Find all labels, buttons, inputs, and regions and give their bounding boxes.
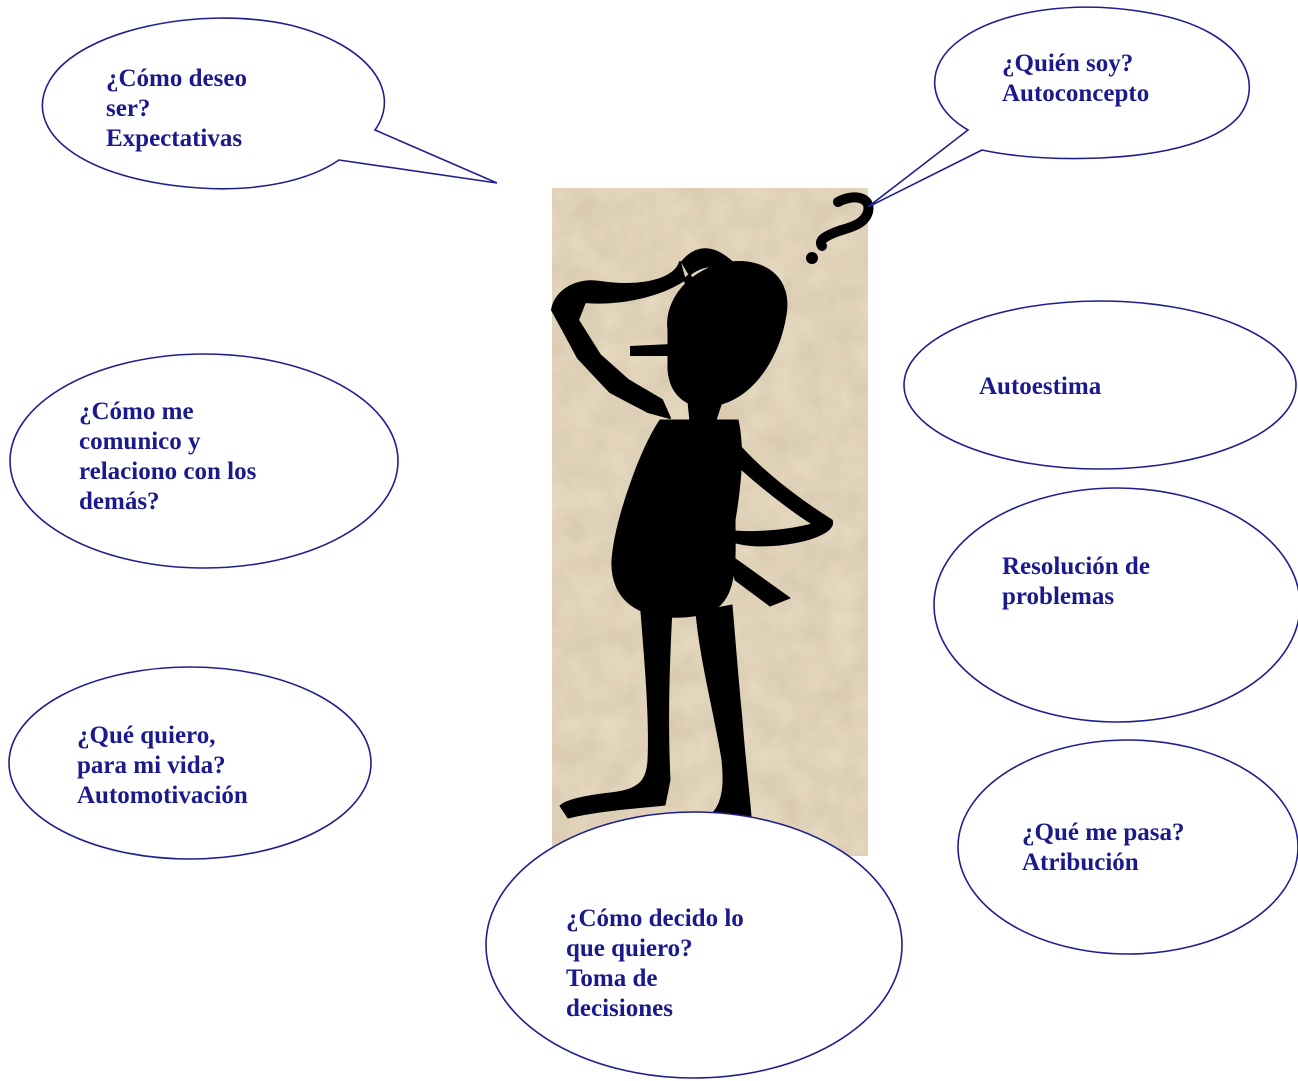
- bubble-resolucion-text: Resolución de problemas: [1002, 552, 1150, 612]
- bubble-line: comunico y: [79, 428, 201, 455]
- bubble-line: ¿Quién soy?: [1002, 50, 1134, 77]
- bubble-atribucion-text: ¿Qué me pasa? Atribución: [1022, 818, 1185, 878]
- bubble-line: problemas: [1002, 583, 1115, 610]
- bubble-line: ser?: [106, 95, 151, 122]
- bubble-decisiones-outline: [485, 811, 903, 1079]
- bubble-autoconcepto-outline: [867, 6, 1250, 208]
- bubble-expectativas-text: ¿Cómo deseo ser? Expectativas: [106, 64, 247, 154]
- bubble-comunicacion-outline: [9, 353, 399, 569]
- bubble-expectativas-outline: [41, 17, 498, 190]
- bubble-line: ¿Cómo me: [79, 398, 194, 425]
- bubble-line: relaciono con los: [79, 458, 257, 485]
- bubble-line: Atribución: [1022, 849, 1139, 876]
- bubble-line: Expectativas: [106, 125, 243, 152]
- bubble-outlines: [8, 6, 1298, 1079]
- bubble-automotivacion-outline: [8, 666, 372, 860]
- bubble-autoestima-outline: [903, 300, 1297, 470]
- bubble-line: ¿Cómo decido lo: [566, 905, 744, 932]
- bubble-line: Autoconcepto: [1002, 80, 1150, 107]
- bubble-line: Automotivación: [77, 782, 248, 809]
- bubble-line: decisiones: [566, 995, 673, 1022]
- bubble-autoconcepto-text: ¿Quién soy? Autoconcepto: [1002, 49, 1149, 109]
- bubble-line: ¿Qué me pasa?: [1022, 819, 1185, 846]
- bubble-line: demás?: [79, 488, 160, 515]
- bubble-automotivacion-text: ¿Qué quiero, para mi vida? Automotivació…: [77, 721, 248, 811]
- bubble-atribucion-outline: [957, 739, 1298, 955]
- bubble-line: Autoestima: [979, 373, 1102, 400]
- bubble-line: Toma de: [566, 965, 658, 992]
- bubble-comunicacion-text: ¿Cómo me comunico y relaciono con los de…: [79, 397, 256, 517]
- bubble-line: que quiero?: [566, 935, 693, 962]
- bubble-line: Resolución de: [1002, 553, 1150, 580]
- thinking-figure-icon: [551, 192, 874, 857]
- bubble-line: ¿Cómo deseo: [106, 65, 247, 92]
- bubble-autoestima-text: Autoestima: [979, 372, 1101, 402]
- bubble-line: para mi vida?: [77, 752, 226, 779]
- bubble-decisiones-text: ¿Cómo decido lo que quiero? Toma de deci…: [566, 904, 744, 1024]
- bubble-resolucion-outline: [933, 487, 1298, 723]
- bubble-line: ¿Qué quiero,: [77, 722, 216, 749]
